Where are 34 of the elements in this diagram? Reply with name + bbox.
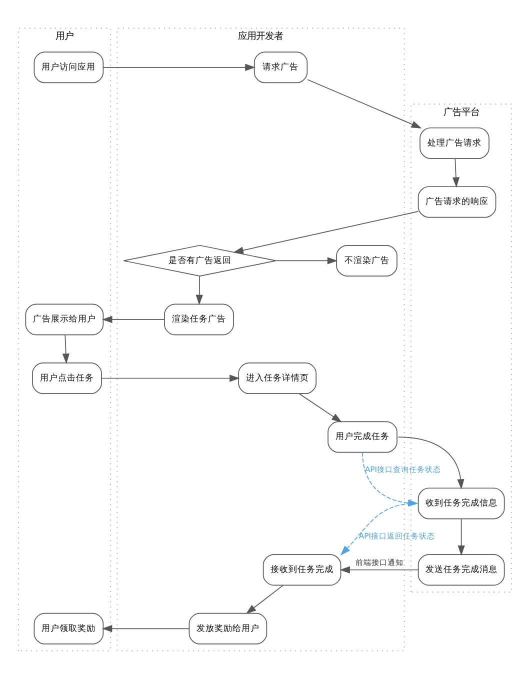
node-box: 用户领取奖励	[34, 612, 104, 644]
arrow	[340, 566, 419, 574]
arrow	[246, 585, 284, 614]
node-box: 接收到任务完成	[262, 554, 342, 586]
arrow	[307, 79, 422, 128]
node-box: 发送任务完成消息	[418, 554, 505, 586]
arrow	[196, 276, 203, 306]
edge-label: API接口查询任务状态	[364, 465, 442, 474]
edge-label: 前端接口通知	[356, 558, 404, 567]
arrow	[398, 436, 464, 490]
node-box: 收到任务完成信息	[418, 488, 505, 520]
node-box: 请求广告	[254, 52, 308, 84]
node-box: 处理广告请求	[420, 127, 490, 159]
node-box: 渲染任务广告	[164, 304, 234, 336]
arrow	[62, 334, 70, 364]
arrow	[103, 64, 256, 71]
node-box: 广告展示给用户	[25, 304, 104, 336]
arrow	[101, 374, 240, 382]
arrow	[102, 625, 190, 632]
arrow	[458, 518, 465, 556]
node-box: 用户点击任务	[32, 362, 102, 394]
arrow	[102, 316, 165, 324]
node-box: 广告请求的响应	[418, 186, 496, 218]
node-box: 不渲染广告	[336, 244, 398, 276]
node-box: 用户完成任务	[328, 421, 398, 453]
node-box: 发放奖励给用户	[188, 612, 268, 644]
node-box: 进入任务详情页	[238, 362, 317, 394]
node-box: 用户访问应用	[34, 52, 104, 84]
arrow	[276, 257, 338, 264]
arrow	[298, 393, 342, 422]
arrow	[452, 158, 460, 188]
edge-label: API接口返回任务状态	[358, 532, 436, 541]
arrow	[233, 210, 419, 254]
arrow	[340, 503, 418, 556]
